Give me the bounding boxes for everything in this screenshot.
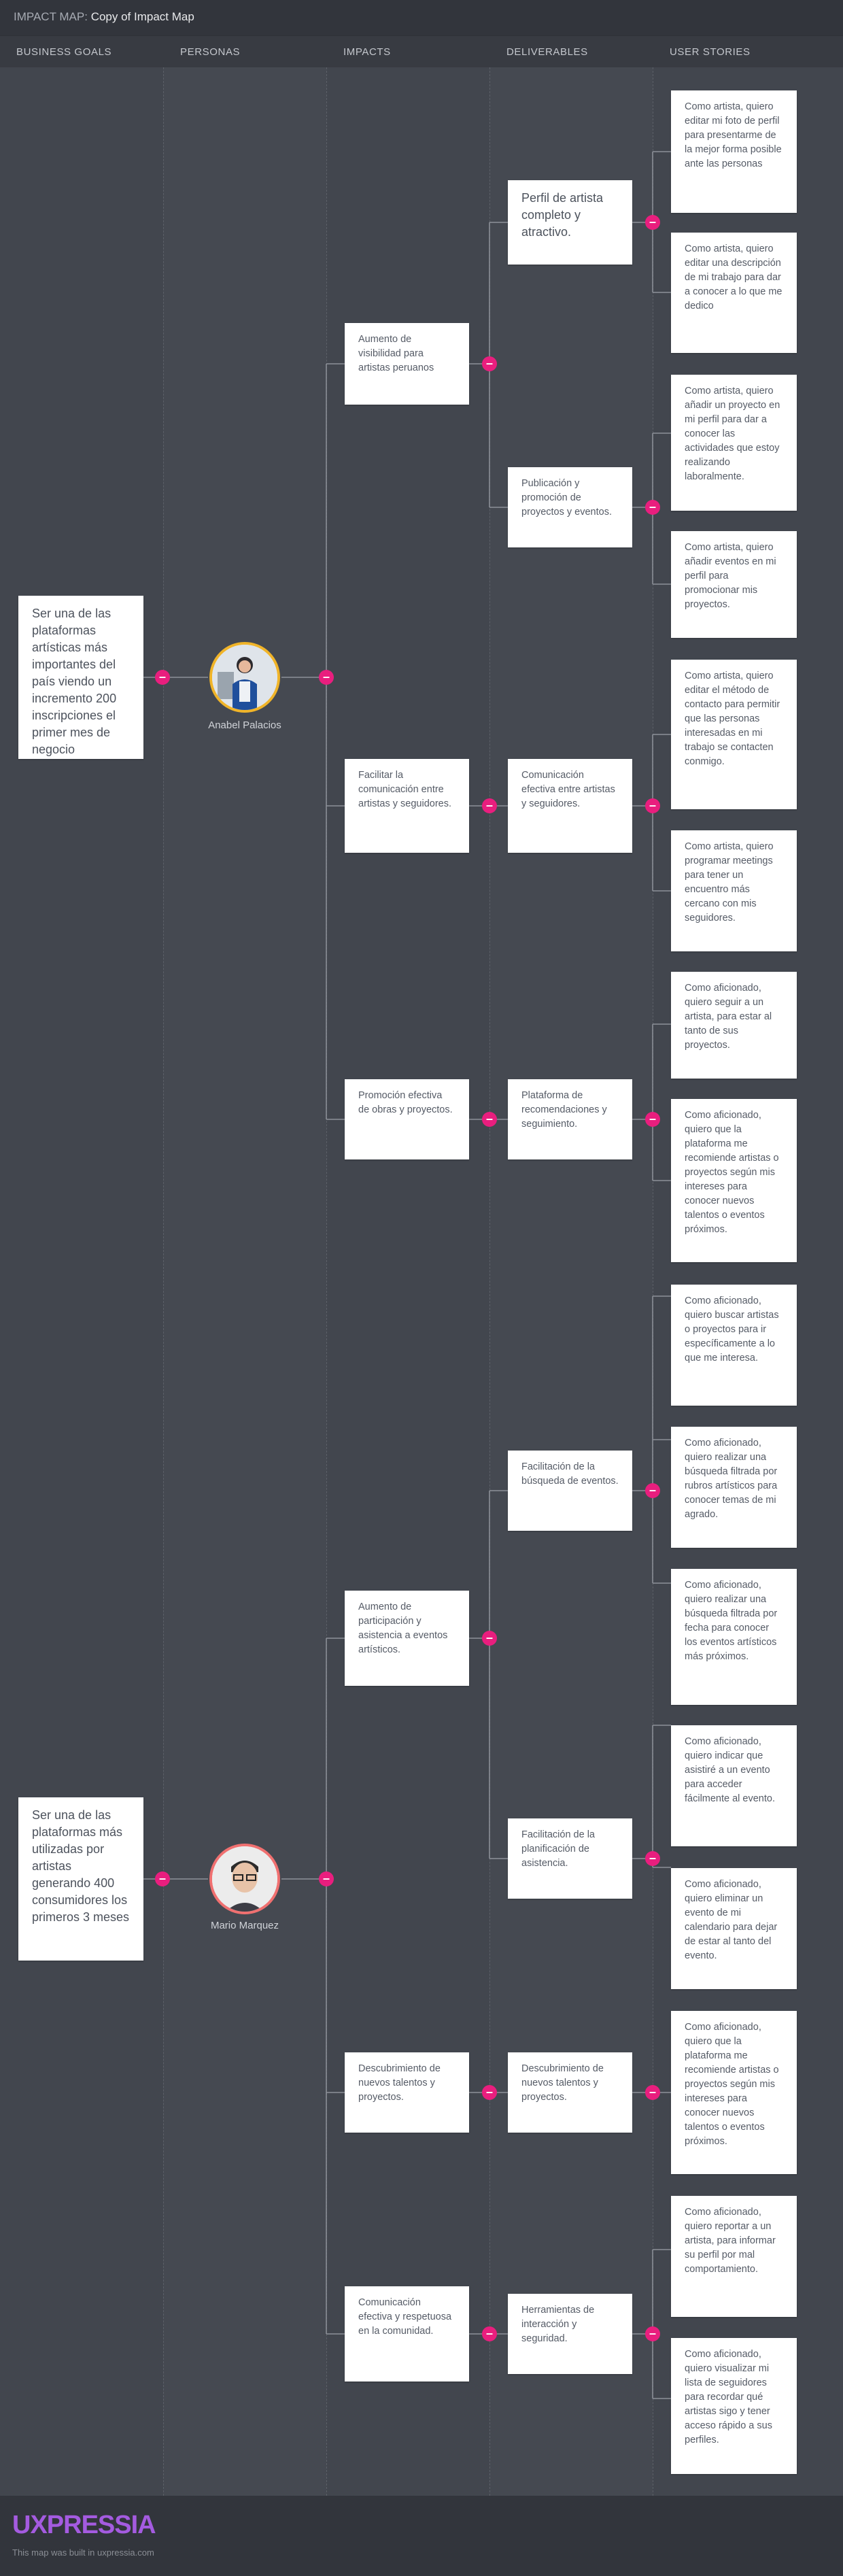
collapse-toggle[interactable]: – bbox=[645, 2085, 660, 2100]
collapse-toggle[interactable]: – bbox=[319, 1871, 334, 1886]
impact-card[interactable]: Descubrimiento de nuevos talentos y proy… bbox=[345, 2052, 469, 2133]
story-card[interactable]: Como aficionado, quiero que la plataform… bbox=[671, 2011, 797, 2174]
collapse-toggle[interactable]: – bbox=[319, 670, 334, 685]
collapse-toggle[interactable]: – bbox=[645, 2326, 660, 2341]
story-card[interactable]: Como artista, quiero añadir eventos en m… bbox=[671, 531, 797, 638]
impact-card[interactable]: Facilitar la comunicación entre artistas… bbox=[345, 759, 469, 853]
map-title-label: IMPACT MAP: bbox=[14, 10, 88, 23]
column-personas bbox=[163, 67, 326, 2496]
collapse-toggle[interactable]: – bbox=[482, 1112, 497, 1127]
column-header-personas: PERSONAS bbox=[180, 46, 241, 58]
story-card[interactable]: Como aficionado, quiero reportar a un ar… bbox=[671, 2196, 797, 2317]
deliverable-card[interactable]: Descubrimiento de nuevos talentos y proy… bbox=[508, 2052, 632, 2133]
story-card[interactable]: Como aficionado, quiero buscar artistas … bbox=[671, 1285, 797, 1406]
impact-card[interactable]: Comunicación efectiva y respetuosa en la… bbox=[345, 2286, 469, 2382]
column-header-bar: BUSINESS GOALS PERSONAS IMPACTS DELIVERA… bbox=[0, 35, 843, 68]
collapse-toggle[interactable]: – bbox=[155, 1871, 170, 1886]
story-card[interactable]: Como artista, quiero programar meetings … bbox=[671, 830, 797, 951]
map-title-name: Copy of Impact Map bbox=[90, 10, 194, 23]
story-card[interactable]: Como artista, quiero editar una descripc… bbox=[671, 233, 797, 353]
impact-card[interactable]: Aumento de visibilidad para artistas per… bbox=[345, 323, 469, 405]
story-card[interactable]: Como aficionado, quiero que la plataform… bbox=[671, 1099, 797, 1262]
deliverable-card[interactable]: Perfil de artista completo y atractivo. bbox=[508, 180, 632, 265]
impact-card[interactable]: Aumento de participación y asistencia a … bbox=[345, 1591, 469, 1686]
column-divider bbox=[489, 67, 490, 2496]
collapse-toggle[interactable]: – bbox=[645, 1483, 660, 1498]
footer-credit: This map was built in uxpressia.com bbox=[12, 2547, 154, 2558]
collapse-toggle[interactable]: – bbox=[645, 798, 660, 813]
goal-card[interactable]: Ser una de las plataformas más utilizada… bbox=[18, 1797, 143, 1961]
deliverable-card[interactable]: Comunicación efectiva entre artistas y s… bbox=[508, 759, 632, 853]
story-card[interactable]: Como artista, quiero añadir un proyecto … bbox=[671, 375, 797, 511]
top-bar: IMPACT MAP: Copy of Impact Map bbox=[0, 0, 843, 35]
deliverable-card[interactable]: Facilitación de la planificación de asis… bbox=[508, 1818, 632, 1899]
column-header-impacts: IMPACTS bbox=[343, 46, 391, 58]
column-business-goals bbox=[0, 67, 163, 2496]
person-illustration-icon bbox=[212, 645, 277, 710]
story-card[interactable]: Como aficionado, quiero realizar una bús… bbox=[671, 1427, 797, 1548]
collapse-toggle[interactable]: – bbox=[645, 215, 660, 230]
deliverable-card[interactable]: Facilitación de la búsqueda de eventos. bbox=[508, 1451, 632, 1531]
collapse-toggle[interactable]: – bbox=[645, 1851, 660, 1866]
deliverable-card[interactable]: Herramientas de interacción y seguridad. bbox=[508, 2294, 632, 2374]
persona-name: Mario Marquez bbox=[210, 1920, 279, 1931]
artist-avatar[interactable] bbox=[209, 642, 280, 713]
story-card[interactable]: Como aficionado, quiero indicar que asis… bbox=[671, 1725, 797, 1846]
column-header-deliverables: DELIVERABLES bbox=[506, 46, 588, 58]
deliverable-card[interactable]: Plataforma de recomendaciones y seguimie… bbox=[508, 1079, 632, 1159]
collapse-toggle[interactable]: – bbox=[645, 1112, 660, 1127]
column-divider bbox=[163, 67, 164, 2496]
column-divider bbox=[326, 67, 327, 2496]
story-card[interactable]: Como aficionado, quiero seguir a un arti… bbox=[671, 972, 797, 1079]
footer: UXPRESSIA This map was built in uxpressi… bbox=[0, 2496, 843, 2576]
story-card[interactable]: Como aficionado, quiero realizar una bús… bbox=[671, 1569, 797, 1705]
collapse-toggle[interactable]: – bbox=[482, 356, 497, 371]
map-canvas: Ser una de las plataformas artísticas má… bbox=[0, 67, 843, 2496]
persona-name: Anabel Palacios bbox=[208, 719, 281, 731]
story-card[interactable]: Como aficionado, quiero visualizar mi li… bbox=[671, 2338, 797, 2474]
column-header-business-goals: BUSINESS GOALS bbox=[16, 46, 112, 58]
fan-avatar[interactable] bbox=[209, 1844, 280, 1914]
column-header-user-stories: USER STORIES bbox=[670, 46, 751, 58]
goal-card[interactable]: Ser una de las plataformas artísticas má… bbox=[18, 596, 143, 759]
map-title: IMPACT MAP: Copy of Impact Map bbox=[14, 10, 194, 24]
deliverable-card[interactable]: Publicación y promoción de proyectos y e… bbox=[508, 467, 632, 547]
uxpressia-logo[interactable]: UXPRESSIA bbox=[12, 2511, 156, 2539]
collapse-toggle[interactable]: – bbox=[482, 798, 497, 813]
collapse-toggle[interactable]: – bbox=[482, 2326, 497, 2341]
story-card[interactable]: Como artista, quiero editar el método de… bbox=[671, 660, 797, 809]
collapse-toggle[interactable]: – bbox=[482, 1631, 497, 1646]
collapse-toggle[interactable]: – bbox=[645, 500, 660, 515]
collapse-toggle[interactable]: – bbox=[155, 670, 170, 685]
collapse-toggle[interactable]: – bbox=[482, 2085, 497, 2100]
person-photo-icon bbox=[212, 1846, 277, 1912]
story-card[interactable]: Como aficionado, quiero eliminar un even… bbox=[671, 1868, 797, 1989]
impact-card[interactable]: Promoción efectiva de obras y proyectos. bbox=[345, 1079, 469, 1159]
story-card[interactable]: Como artista, quiero editar mi foto de p… bbox=[671, 90, 797, 213]
